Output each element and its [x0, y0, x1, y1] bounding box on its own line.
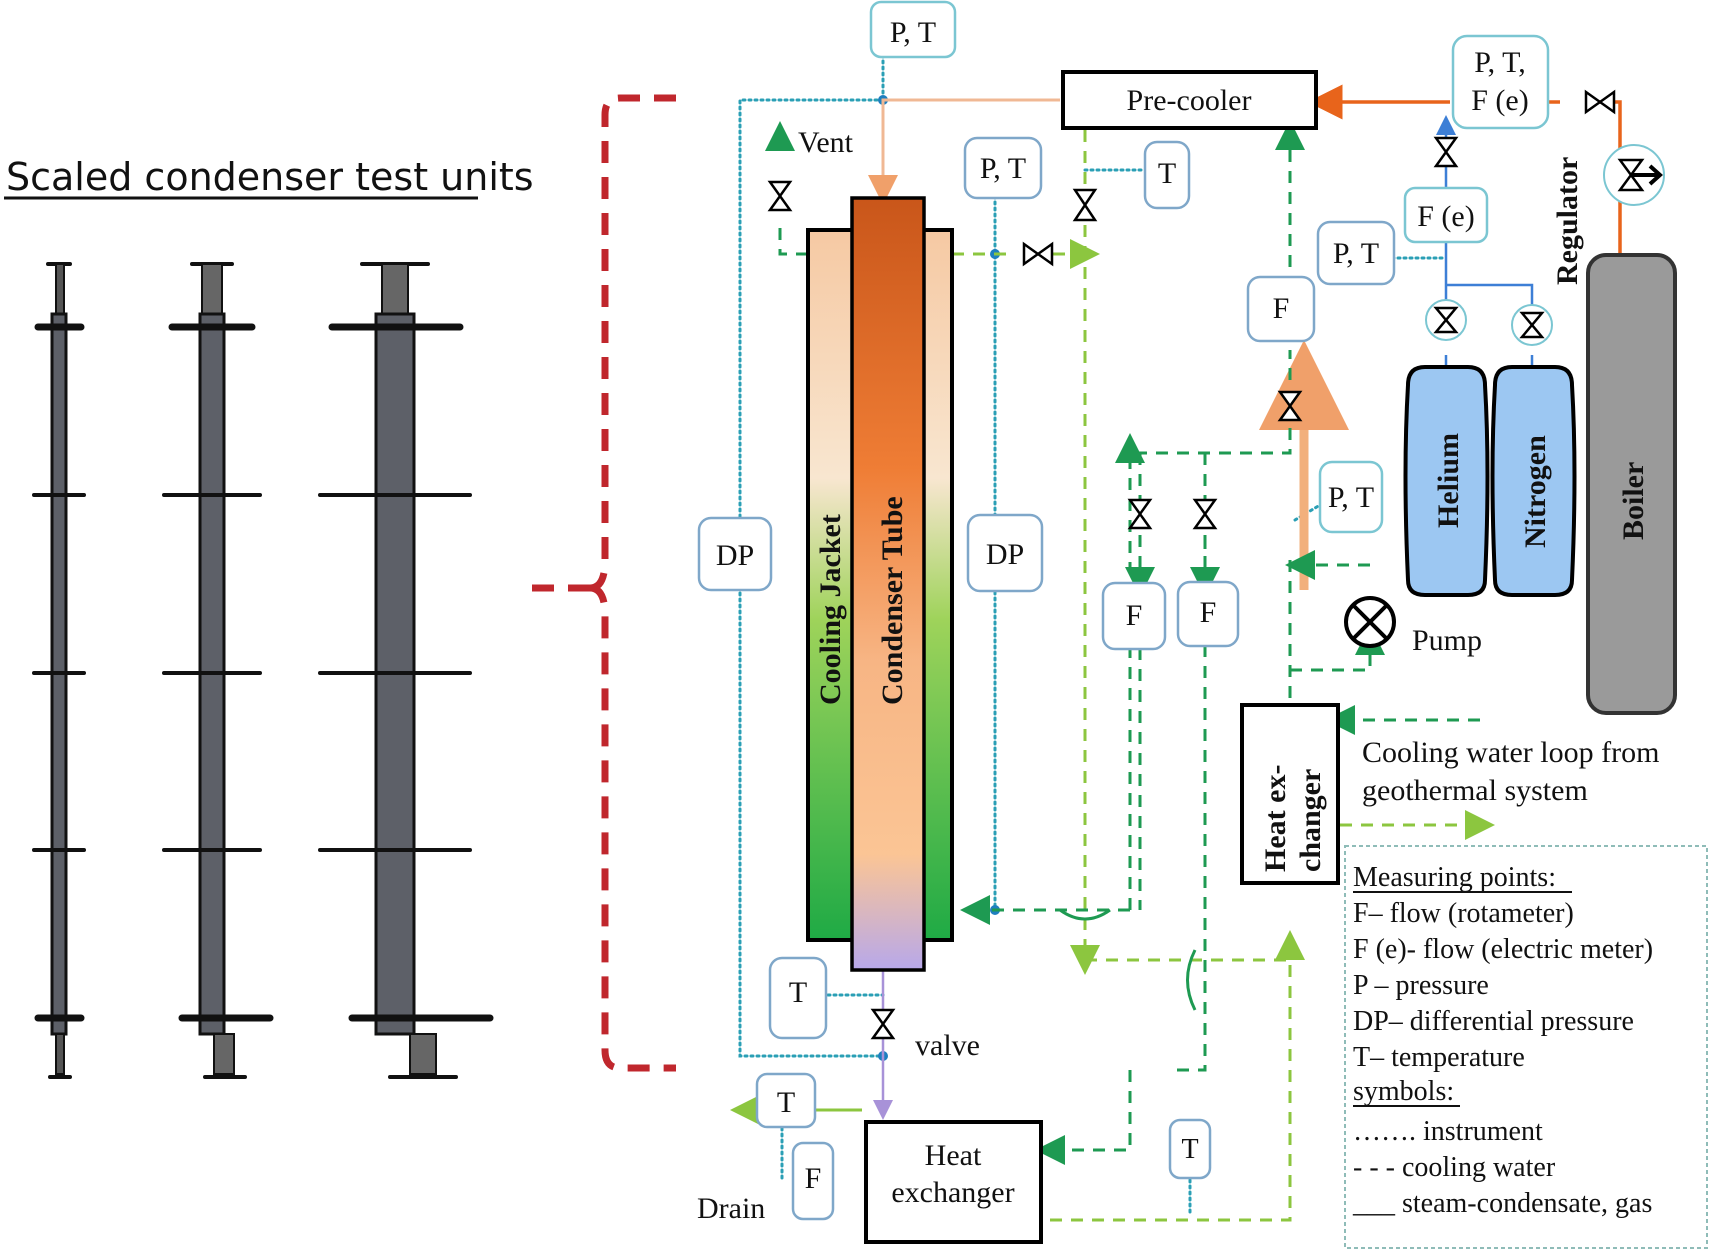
- f-sensor-drain: F: [791, 1141, 835, 1221]
- cooling-loop-label-line2: geothermal system: [1362, 774, 1588, 807]
- cooling-jacket-label: Cooling Jacket: [814, 514, 847, 705]
- helium-tank: Helium: [1403, 365, 1490, 597]
- legend-item: F– flow (rotameter): [1353, 898, 1574, 929]
- pt-sensor-loop: P, T: [1318, 460, 1384, 534]
- svg-text:T: T: [789, 976, 807, 1009]
- legend-item: F (e)- flow (electric meter): [1353, 934, 1653, 965]
- f-sensor-upper: F: [1246, 275, 1316, 343]
- legend-symbol: - - - cooling water: [1353, 1152, 1556, 1183]
- condenser-unit-small: [32, 262, 86, 1079]
- svg-text:Boiler: Boiler: [1617, 462, 1650, 540]
- grouping-bracket: [530, 94, 676, 1072]
- legend-symbol: ……. instrument: [1353, 1116, 1543, 1147]
- steam-inlet-line: [868, 98, 1060, 205]
- f-right-valve[interactable]: [1192, 498, 1218, 530]
- f-sensor-right: F: [1176, 580, 1240, 648]
- boiler: Boiler: [1586, 253, 1677, 715]
- pt-sensor-jacket: P, T: [963, 136, 1043, 200]
- t-sensor-condensate: T: [768, 956, 828, 1040]
- svg-text:T: T: [1158, 157, 1176, 190]
- svg-text:exchanger: exchanger: [891, 1176, 1014, 1209]
- dp-sensor-right: DP: [966, 513, 1044, 593]
- f-left-valve[interactable]: [1127, 498, 1153, 530]
- legend-measuring-title: Measuring points:: [1353, 862, 1556, 893]
- svg-text:Pre-cooler: Pre-cooler: [1127, 84, 1252, 117]
- svg-text:P, T: P, T: [1328, 481, 1374, 514]
- legend-item: T– temperature: [1353, 1042, 1525, 1073]
- heat-exchanger-vertical: Heat ex- changer: [1240, 703, 1340, 885]
- pre-cooler: Pre-cooler: [1061, 70, 1318, 130]
- drain-label: Drain: [697, 1192, 765, 1225]
- precooler-water-valve[interactable]: [1072, 188, 1098, 222]
- svg-text:F: F: [1200, 596, 1217, 629]
- svg-text:F: F: [1126, 599, 1143, 632]
- heat-exchanger-bottom: Heat exchanger: [864, 1120, 1043, 1244]
- vent-label: Vent: [798, 126, 854, 159]
- valve-label: valve: [915, 1029, 980, 1062]
- pt-sensor-top: P, T: [869, 0, 957, 59]
- nitrogen-tank: Nitrogen: [1490, 365, 1577, 597]
- cooling-loop-label-line1: Cooling water loop from: [1362, 736, 1659, 769]
- svg-text:Nitrogen: Nitrogen: [1519, 435, 1552, 548]
- ptf-sensor-steam: P, T, F (e): [1451, 34, 1550, 130]
- condenser-tube-label: Condenser Tube: [876, 496, 909, 705]
- vent-valve[interactable]: [767, 180, 793, 212]
- svg-text:Heat: Heat: [925, 1139, 982, 1172]
- helium-valve[interactable]: [1425, 299, 1467, 341]
- f-sensor-left: F: [1101, 581, 1167, 651]
- svg-text:F: F: [805, 1162, 822, 1195]
- condenser-tube: [850, 196, 926, 972]
- svg-text:F (e): F (e): [1417, 200, 1474, 233]
- svg-text:DP: DP: [986, 538, 1024, 571]
- svg-text:P, T: P, T: [1333, 237, 1379, 270]
- boiler-steam-valve[interactable]: [1584, 89, 1616, 115]
- svg-text:P, T: P, T: [890, 16, 936, 49]
- left-panel-title: Scaled condenser test units: [6, 155, 534, 199]
- condensate-valve[interactable]: [870, 1008, 896, 1040]
- pump[interactable]: [1344, 596, 1396, 648]
- svg-text:F (e): F (e): [1471, 84, 1528, 117]
- svg-text:DP: DP: [716, 539, 754, 572]
- svg-text:P, T: P, T: [980, 152, 1026, 185]
- condenser-unit-medium: [162, 262, 274, 1079]
- legend-item: P – pressure: [1353, 970, 1489, 1001]
- svg-text:T: T: [777, 1086, 795, 1119]
- t-sensor-precooler: T: [1143, 140, 1191, 210]
- t-sensor-drain: T: [755, 1072, 817, 1129]
- gas-outlet-valve[interactable]: [1433, 136, 1459, 168]
- legend: Measuring points: F– flow (rotameter) F …: [1344, 845, 1708, 1249]
- regulator-label: Regulator: [1551, 157, 1584, 285]
- pt-sensor-gas: P, T: [1316, 220, 1396, 286]
- svg-text:Helium: Helium: [1432, 433, 1465, 528]
- dp-sensor-left: DP: [697, 516, 773, 592]
- svg-text:P, T,: P, T,: [1474, 46, 1525, 79]
- legend-symbols-title: symbols:: [1353, 1076, 1454, 1107]
- legend-symbol: ___ steam-condensate, gas: [1352, 1188, 1652, 1219]
- svg-text:T: T: [1181, 1134, 1198, 1165]
- jacket-outlet-valve[interactable]: [1022, 241, 1054, 267]
- svg-text:changer: changer: [1294, 769, 1327, 872]
- svg-text:Heat ex-: Heat ex-: [1259, 765, 1292, 872]
- nitrogen-valve[interactable]: [1511, 304, 1553, 346]
- svg-text:F: F: [1273, 292, 1290, 325]
- fe-sensor-gas: F (e): [1403, 186, 1489, 244]
- pump-label: Pump: [1412, 624, 1482, 657]
- condenser-unit-large: [318, 262, 494, 1079]
- loop-valve[interactable]: [1277, 390, 1303, 422]
- legend-item: DP– differential pressure: [1353, 1006, 1634, 1037]
- pressure-regulator[interactable]: [1603, 144, 1665, 206]
- t-sensor-hx: T: [1168, 1118, 1212, 1180]
